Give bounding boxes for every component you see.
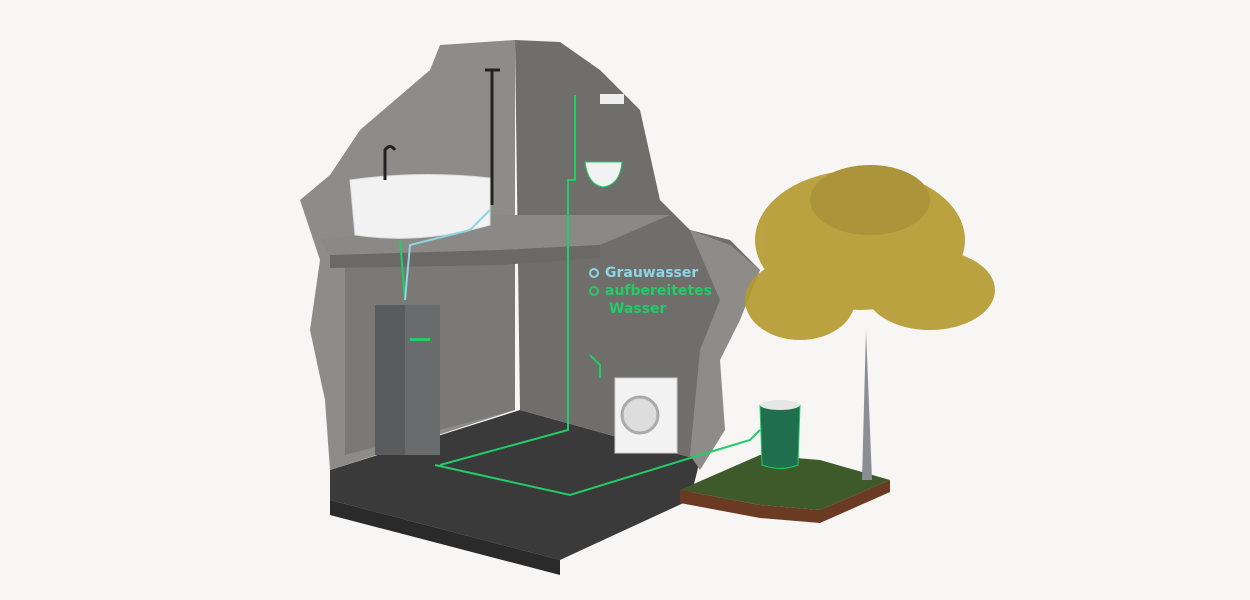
treated-water-pipes xyxy=(399,95,761,497)
greywater-pipes xyxy=(404,209,491,301)
legend-item-aufbereitetes-wasser: aufbereitetes xyxy=(589,282,712,300)
garden-soil xyxy=(680,480,890,523)
tree-foliage xyxy=(745,165,995,340)
bath-faucet xyxy=(383,145,397,180)
bathtub xyxy=(349,173,491,239)
shower-fixture xyxy=(485,68,500,205)
floor-slab-edge xyxy=(330,500,560,575)
tree-trunk xyxy=(862,330,872,480)
unit-brand-strip xyxy=(410,338,430,341)
rain-barrel-lid xyxy=(760,400,800,410)
flush-plate xyxy=(600,94,624,104)
upper-floor-edge xyxy=(330,245,600,268)
legend-label: aufbereitetes xyxy=(605,283,712,299)
right-wall xyxy=(690,230,760,470)
back-wall xyxy=(515,40,760,460)
legend-label: Grauwasser xyxy=(605,265,699,281)
garden-lawn xyxy=(680,455,890,510)
legend: Grauwasser aufbereitetes Wasser xyxy=(589,264,712,318)
washing-machine-door xyxy=(620,395,660,435)
legend-item-grauwasser: Grauwasser xyxy=(589,264,712,282)
circle-icon xyxy=(589,268,599,278)
legend-label-continued: Wasser xyxy=(609,301,667,317)
rain-barrel xyxy=(759,401,801,469)
unit-front-panel xyxy=(405,305,440,455)
wall-toilet xyxy=(584,161,623,188)
circle-icon xyxy=(589,286,599,296)
upper-floor-slab xyxy=(320,215,670,255)
